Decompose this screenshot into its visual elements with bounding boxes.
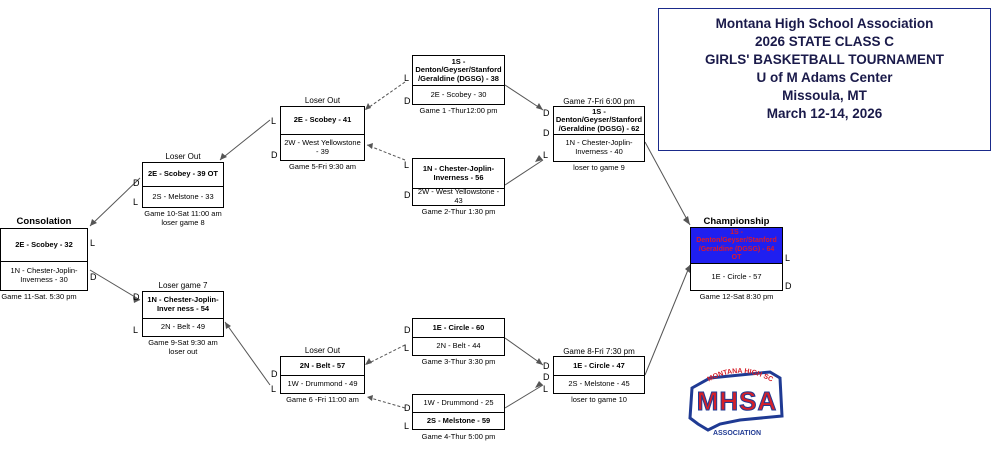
- marker-d: D: [90, 272, 97, 282]
- title-line-1: Montana High School Association: [715, 16, 934, 31]
- marker-l: L: [271, 116, 277, 126]
- game-8-header: Game 8-Fri 7:30 pm: [563, 347, 635, 356]
- marker-l: L: [543, 384, 549, 394]
- game-8-box: 1E - Circle - 47 2S - Melstone - 45: [553, 356, 645, 394]
- game-12-caption: Game 12-Sat 8:30 pm: [699, 292, 774, 301]
- loser-out-header: Loser Out: [304, 96, 341, 105]
- game-4-caption: Game 4-Thur 5:00 pm: [421, 432, 496, 441]
- marker-d: D: [271, 150, 278, 160]
- game-1-loser: 2E - Scobey - 30: [430, 89, 487, 99]
- marker-d: D: [404, 190, 411, 200]
- game-7-loser: 1N - Chester-Joplin-Inverness - 40: [565, 138, 633, 156]
- mhsa-logo-graphic: MONTANA HIGH SCHOOL: [677, 353, 784, 432]
- marker-d: D: [404, 325, 411, 335]
- game-11-box: 2E - Scobey - 32 1N - Chester-Joplin-Inv…: [0, 228, 88, 291]
- game-6-winner: 2N - Belt - 57: [281, 357, 364, 376]
- game-9-loser: 2N - Belt - 49: [160, 322, 206, 332]
- game-6-loser: 1W - Drummond - 49: [287, 379, 358, 389]
- game-1-box: 1S - Denton/Geyser/Stanford /Geraldine (…: [412, 55, 505, 105]
- game-10-box: 2E - Scobey - 39 OT 2S - Melstone - 33: [142, 162, 224, 208]
- mhsa-logo: MONTANA HIGH SCHOOL MHSA ASSOCIATION: [677, 353, 792, 450]
- game-3-winner: 1E - Circle - 60: [413, 319, 504, 338]
- game-2-caption: Game 2-Thur 1:30 pm: [421, 207, 496, 216]
- game-10-loser: 2S - Melstone - 33: [152, 191, 214, 201]
- game-11-caption: Game 11-Sat. 5:30 pm: [1, 292, 77, 301]
- game-8-loser: 2S - Melstone - 45: [568, 379, 630, 389]
- loser-out-header: Loser Out: [304, 346, 341, 355]
- marker-l: L: [785, 253, 791, 263]
- marker-l: L: [133, 197, 139, 207]
- game-10-winner: 2E - Scobey - 39 OT: [143, 163, 223, 187]
- marker-l: L: [404, 73, 410, 83]
- title-line-4: U of M Adams Center: [756, 70, 893, 85]
- title-line-2: 2026 STATE CLASS C: [754, 34, 895, 49]
- marker-d: D: [543, 128, 550, 138]
- marker-l: L: [271, 384, 277, 394]
- game-7-winner: 1S - Denton/Geyser/Stanford /Geraldine (…: [554, 107, 644, 135]
- marker-l: L: [543, 150, 549, 160]
- game-6-caption: Game 6 -Fri 11:00 am: [286, 395, 359, 404]
- title-line-6: March 12-14, 2026: [766, 106, 883, 121]
- game-1-caption: Game 1 -Thur12:00 pm: [419, 106, 498, 115]
- loser-out-header: Loser Out: [165, 152, 201, 161]
- game-5-box: 2E - Scobey - 41 2W - West Yellowstone -…: [280, 106, 365, 161]
- marker-d: D: [271, 369, 278, 379]
- game-5-caption: Game 5-Fri 9:30 am: [288, 162, 357, 171]
- game-12-winner: 1S - Denton/Geyser/Stanford /Geraldine (…: [691, 228, 782, 264]
- game-10-note: loser game 8: [161, 218, 205, 227]
- marker-d: D: [785, 281, 792, 291]
- game-4-box: 1W - Drummond - 25 2S - Melstone - 59: [412, 394, 505, 430]
- game-11-loser: 1N - Chester-Joplin-Inverness - 30: [10, 266, 78, 284]
- game-11-winner: 2E - Scobey - 32: [1, 229, 87, 262]
- game-2-winner: 1N - Chester-Joplin-Inverness - 56: [413, 159, 504, 189]
- marker-l: L: [133, 325, 139, 335]
- game-9-caption: Game 9-Sat 9:30 am: [148, 338, 218, 347]
- tournament-title-box: Montana High School Association 2026 STA…: [658, 8, 991, 151]
- title-line-3: GIRLS' BASKETBALL TOURNAMENT: [705, 52, 944, 67]
- marker-d: D: [404, 96, 411, 106]
- game-9-box: 1N - Chester-Joplin-Inver ness - 54 2N -…: [142, 291, 224, 337]
- game-6-box: 2N - Belt - 57 1W - Drummond - 49: [280, 356, 365, 394]
- game-8-winner: 1E - Circle - 47: [554, 357, 644, 376]
- logo-bottom-text: ASSOCIATION: [712, 430, 762, 437]
- marker-l: L: [404, 343, 410, 353]
- marker-d: D: [133, 178, 140, 188]
- game-1-winner: 1S - Denton/Geyser/Stanford /Geraldine (…: [413, 56, 504, 86]
- title-line-5: Missoula, MT: [782, 88, 867, 103]
- game-3-loser: 2N - Belt - 44: [436, 341, 481, 351]
- game-4-winner: 2S - Melstone - 59: [426, 415, 491, 425]
- marker-d: D: [543, 108, 550, 118]
- game-5-winner: 2E - Scobey - 41: [281, 107, 364, 135]
- game-5-loser: 2W - West Yellowstone - 39: [284, 137, 361, 156]
- marker-l: L: [90, 238, 96, 248]
- game-7-caption: loser to game 9: [573, 163, 625, 172]
- game-8-caption: loser to game 10: [571, 395, 627, 404]
- consolation-header: Consolation: [16, 216, 72, 227]
- game-12-box: 1S - Denton/Geyser/Stanford /Geraldine (…: [690, 227, 783, 291]
- marker-d: D: [543, 361, 550, 371]
- game-10-caption: Game 10-Sat 11:00 am: [144, 209, 222, 218]
- game-2-box: 1N - Chester-Joplin-Inverness - 56 2W - …: [412, 158, 505, 206]
- championship-header: Championship: [703, 216, 770, 227]
- marker-l: L: [404, 421, 410, 431]
- game-4-loser: 1W - Drummond - 25: [413, 395, 504, 413]
- marker-d: D: [133, 292, 140, 302]
- game-12-loser: 1E - Circle - 57: [711, 271, 762, 281]
- logo-main-text: MHSA: [696, 386, 778, 417]
- marker-l: L: [404, 160, 410, 170]
- loser-game7-header: Loser game 7: [158, 281, 208, 290]
- marker-d: D: [404, 403, 411, 413]
- game-3-box: 1E - Circle - 60 2N - Belt - 44: [412, 318, 505, 356]
- game-2-loser: 2W - West Yellowstone - 43: [417, 187, 500, 205]
- game-9-winner: 1N - Chester-Joplin-Inver ness - 54: [143, 292, 223, 319]
- marker-d: D: [543, 372, 550, 382]
- game-7-box: 1S - Denton/Geyser/Stanford /Geraldine (…: [553, 106, 645, 162]
- game-7-header: Game 7-Fri 6:00 pm: [563, 97, 635, 106]
- game-3-caption: Game 3-Thur 3:30 pm: [421, 357, 496, 366]
- game-9-note: loser out: [168, 347, 198, 356]
